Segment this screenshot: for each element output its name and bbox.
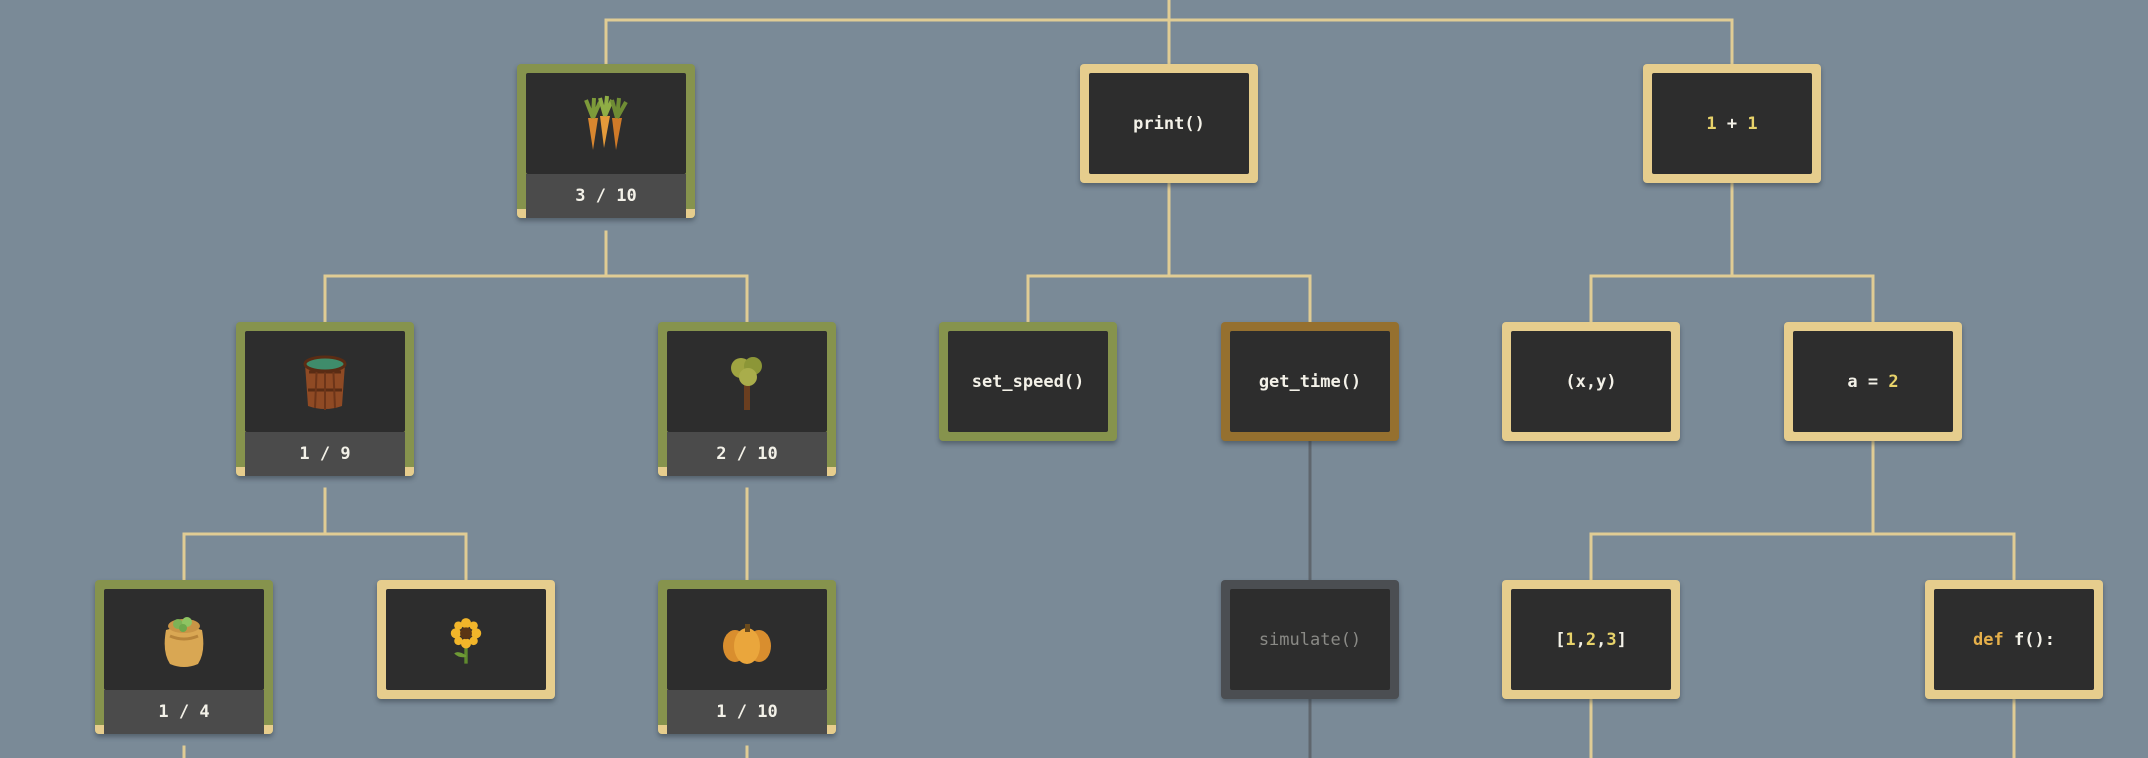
upgrade-pumpkin[interactable]: 1 / 10 — [658, 580, 836, 734]
upgrade-progress: 2 / 10 — [667, 432, 827, 476]
code-label: def f(): — [1934, 589, 2094, 690]
unlock-operators[interactable]: 1 + 1 — [1643, 64, 1821, 183]
unlock-tuple[interactable]: (x,y) — [1502, 322, 1680, 441]
fertilizer-sack-icon — [164, 616, 204, 667]
upgrade-progress: 1 / 10 — [667, 690, 827, 734]
code-label: print() — [1133, 113, 1205, 134]
upgrade-watering[interactable]: 1 / 9 — [236, 322, 414, 476]
upgrade-progress: 3 / 10 — [526, 174, 686, 218]
unlock-list[interactable]: [1,2,3] — [1502, 580, 1680, 699]
upgrade-trees[interactable]: 2 / 10 — [658, 322, 836, 476]
carrots-icon — [584, 95, 628, 150]
sunflower-icon — [450, 617, 482, 664]
water-barrel-icon — [303, 355, 347, 410]
code-label: a = 2 — [1793, 331, 1953, 432]
code-label: simulate() — [1258, 629, 1362, 650]
upgrade-progress: 1 / 4 — [104, 690, 264, 734]
unlock-set-speed[interactable]: set_speed() — [939, 322, 1117, 441]
unlock-sunflower[interactable] — [377, 580, 555, 699]
unlock-def-function[interactable]: def f(): — [1925, 580, 2103, 699]
code-label: (x,y) — [1565, 371, 1617, 392]
tree-icon — [731, 356, 762, 410]
upgrade-carrots[interactable]: 3 / 10 — [517, 64, 695, 218]
code-label: [1,2,3] — [1511, 589, 1671, 690]
code-label: 1 + 1 — [1652, 73, 1812, 174]
unlock-simulate-locked[interactable]: simulate() — [1221, 580, 1399, 699]
upgrade-fertilizer[interactable]: 1 / 4 — [95, 580, 273, 734]
unlock-assign[interactable]: a = 2 — [1784, 322, 1962, 441]
unlock-get-time[interactable]: get_time() — [1221, 322, 1399, 441]
unlock-print[interactable]: print() — [1080, 64, 1258, 183]
code-label: set_speed() — [971, 371, 1085, 392]
pumpkin-icon — [723, 623, 771, 664]
code-label: get_time() — [1258, 371, 1362, 392]
upgrade-progress: 1 / 9 — [245, 432, 405, 476]
